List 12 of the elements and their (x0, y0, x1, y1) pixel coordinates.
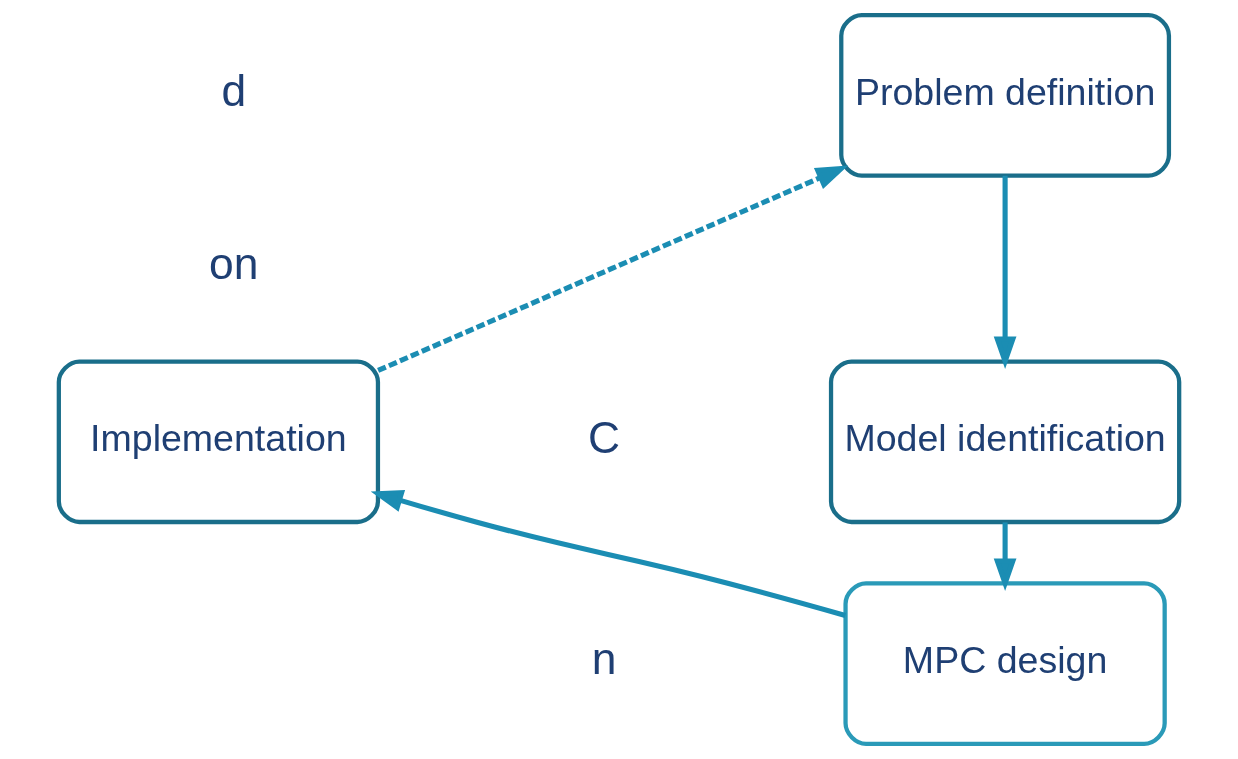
arrow (377, 165, 849, 373)
node-box: MPC design (843, 581, 1167, 746)
node-box: Model identification (828, 359, 1182, 525)
arrow (993, 522, 1017, 591)
arrow (993, 175, 1017, 369)
arrow (370, 489, 846, 618)
label: C (588, 412, 621, 462)
node-box: Problem definition (839, 13, 1172, 178)
label: d (221, 66, 247, 116)
node-box: Implementation (56, 359, 381, 525)
label: on (209, 239, 259, 289)
label: n (591, 634, 617, 684)
